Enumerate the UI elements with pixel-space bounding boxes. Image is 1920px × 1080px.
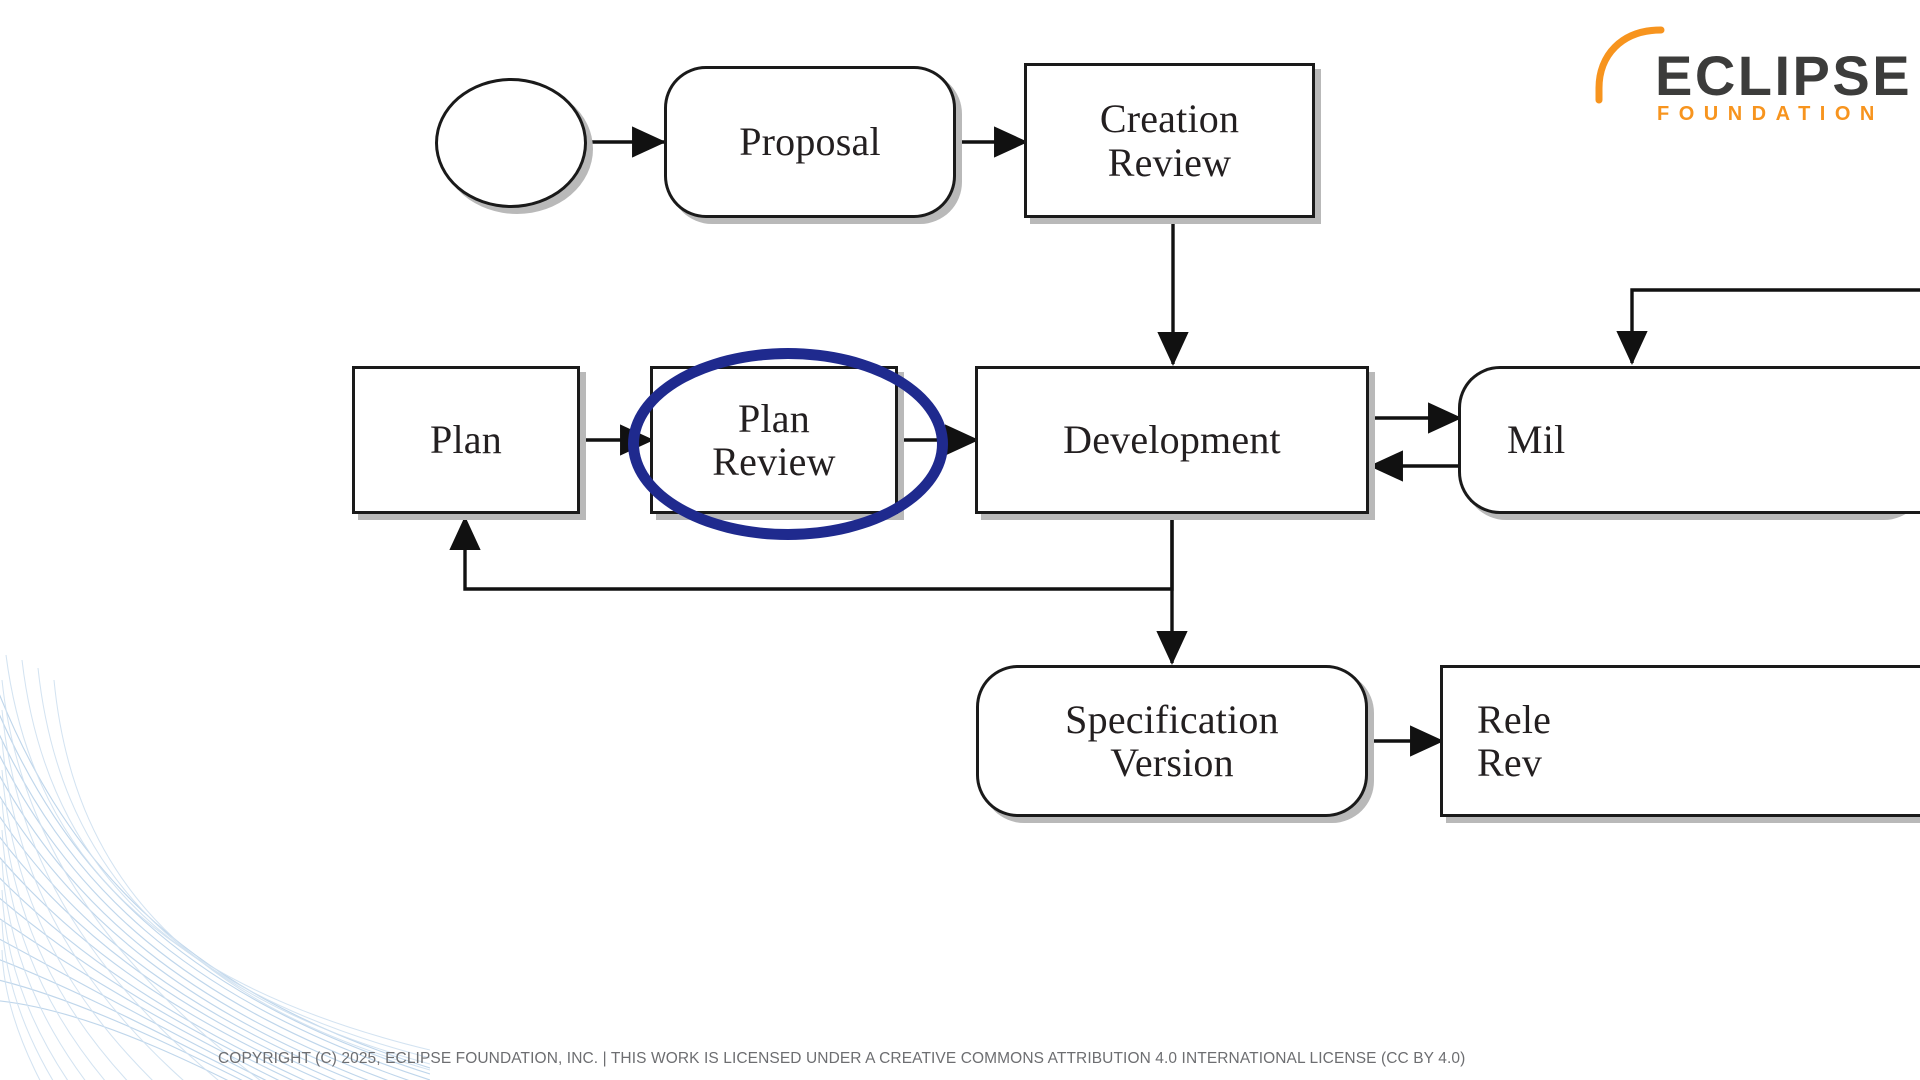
node-development[interactable]: Development bbox=[975, 366, 1369, 514]
node-plan[interactable]: Plan bbox=[352, 366, 580, 514]
node-specification-version-label-line2: Version bbox=[1110, 740, 1234, 785]
node-development-label: Development bbox=[1063, 417, 1281, 463]
node-start[interactable] bbox=[435, 78, 587, 208]
node-milestone-label: Mil bbox=[1507, 417, 1566, 463]
node-specification-version[interactable]: Specification Version bbox=[976, 665, 1368, 817]
node-release-review[interactable]: Rele Rev bbox=[1440, 665, 1920, 817]
node-specification-version-label-line1: Specification bbox=[1065, 696, 1279, 742]
eclipse-arc-icon bbox=[1595, 26, 1665, 104]
node-creation-review[interactable]: Creation Review bbox=[1024, 63, 1315, 218]
node-plan-label: Plan bbox=[430, 417, 502, 463]
node-creation-review-label-line2: Review bbox=[1107, 139, 1232, 185]
node-release-review-label-line2: Rev bbox=[1477, 740, 1543, 785]
node-milestone[interactable]: Mil bbox=[1458, 366, 1920, 514]
copyright-footer: COPYRIGHT (C) 2025, ECLIPSE FOUNDATION, … bbox=[218, 1050, 1466, 1067]
node-release-review-label-line1: Rele bbox=[1477, 696, 1552, 742]
node-creation-review-label-line1: Creation bbox=[1099, 96, 1240, 142]
plan-review-highlight-ellipse bbox=[628, 348, 948, 540]
eclipse-foundation-logo: ECLIPSE FOUNDATION bbox=[1593, 22, 1920, 126]
logo-sub-wordmark: FOUNDATION bbox=[1657, 103, 1884, 125]
node-proposal[interactable]: Proposal bbox=[664, 66, 956, 218]
node-proposal-label: Proposal bbox=[739, 119, 881, 165]
logo-wordmark: ECLIPSE bbox=[1655, 44, 1913, 107]
